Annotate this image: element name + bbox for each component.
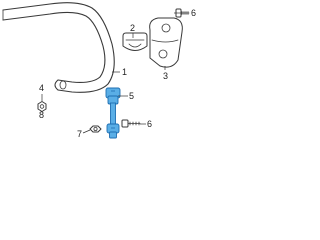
stabilizer-link bbox=[105, 87, 121, 139]
callout-4: 4 bbox=[39, 83, 44, 93]
callout-6b: 6 bbox=[147, 119, 152, 129]
callout-8: 8 bbox=[39, 110, 44, 120]
hex-nut bbox=[37, 101, 47, 112]
callout-3: 3 bbox=[163, 71, 168, 81]
bushing-bracket bbox=[149, 17, 183, 68]
link-bolt bbox=[121, 119, 141, 128]
callout-1: 1 bbox=[122, 67, 127, 77]
callout-2: 2 bbox=[130, 23, 135, 33]
stabilizer-bar bbox=[2, 2, 115, 93]
link-nut bbox=[89, 125, 102, 133]
callout-5: 5 bbox=[129, 91, 134, 101]
stabilizer-bushing bbox=[122, 32, 148, 51]
callout-6a: 6 bbox=[191, 8, 196, 18]
leader-lines bbox=[41, 12, 181, 134]
callout-7: 7 bbox=[77, 129, 82, 139]
parts-diagram: 1 2 3 4 5 6 6 7 8 bbox=[2, 2, 196, 139]
